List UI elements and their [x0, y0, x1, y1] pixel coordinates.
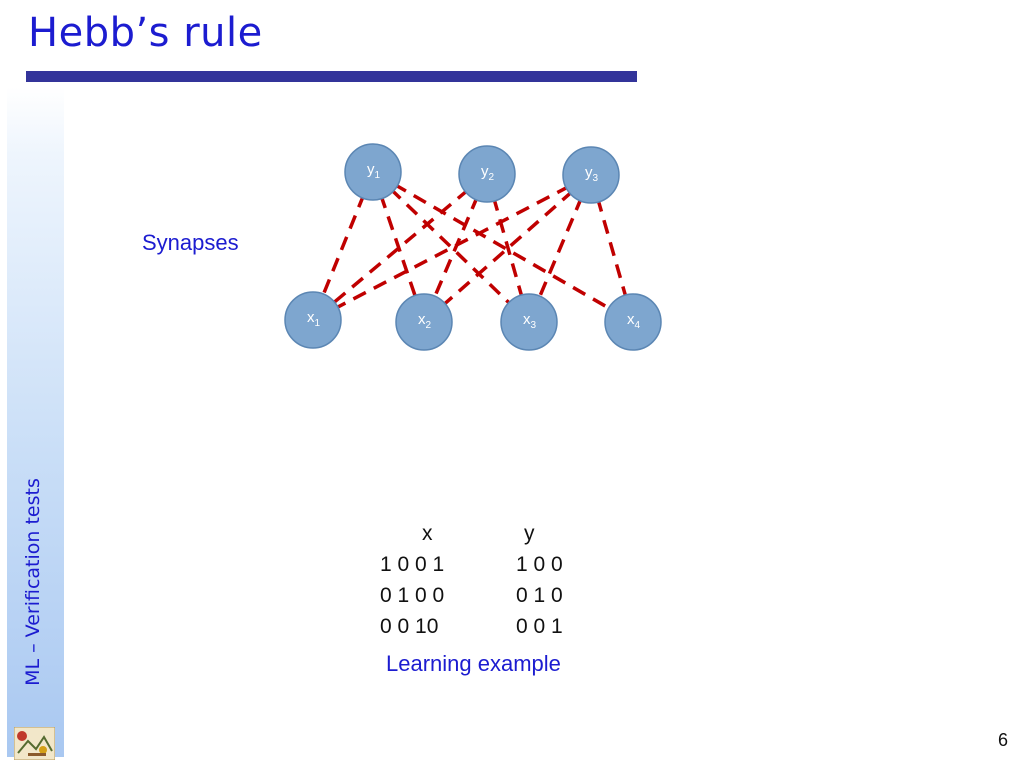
- node-circle-x4: [604, 293, 662, 351]
- header-x: x: [422, 522, 433, 545]
- synapse-edge-y3-x4: [595, 197, 629, 300]
- synapse-edge-y1-x1: [320, 193, 366, 299]
- node-y3: y3: [562, 146, 620, 204]
- title-underline: [26, 71, 637, 82]
- learning-example-caption: Learning example: [386, 651, 561, 676]
- row-x-value: 0 0 10: [380, 615, 439, 638]
- node-label-x1: x1: [307, 309, 321, 329]
- page-number: 6: [998, 730, 1009, 750]
- synapse-edge-y1-x4: [392, 182, 614, 312]
- node-circle-x1: [284, 291, 342, 349]
- table-row: 0 0 10 0 0 1: [375, 611, 596, 642]
- node-y2: y2: [458, 145, 516, 203]
- node-x3: x3: [500, 293, 558, 351]
- node-label-y1: y1: [367, 161, 381, 181]
- row-y-value: 0 0 1: [516, 615, 563, 638]
- row-y-value: 0 1 0: [516, 584, 563, 607]
- node-label-x4: x4: [627, 311, 641, 331]
- node-circle-y1: [344, 143, 402, 201]
- node-x4: x4: [604, 293, 662, 351]
- synapse-edge-y2-x2: [431, 195, 480, 301]
- node-label-y3: y3: [585, 164, 599, 184]
- synapse-edges: [320, 182, 629, 312]
- table-header-row: x y: [375, 518, 596, 549]
- synapse-edge-y1-x2: [379, 194, 418, 300]
- synapse-edge-y3-x2: [440, 189, 575, 308]
- row-x-value: 0 1 0 0: [380, 584, 445, 607]
- node-circle-y2: [458, 145, 516, 203]
- node-label-y2: y2: [481, 163, 495, 183]
- slide-title: Hebb’s rule: [28, 10, 263, 56]
- node-x1: x1: [284, 291, 342, 349]
- side-strip: [7, 87, 64, 757]
- node-label-x3: x3: [523, 311, 537, 331]
- node-circle-x2: [395, 293, 453, 351]
- synapse-edge-y3-x1: [333, 184, 571, 311]
- row-y-value: 1 0 0: [516, 553, 563, 576]
- header-y: y: [524, 522, 535, 545]
- table-row: 0 1 0 0 0 1 0: [375, 580, 596, 611]
- synapse-edge-y1-x3: [389, 187, 513, 307]
- synapse-edge-y2-x1: [330, 188, 470, 306]
- node-label-x2: x2: [418, 311, 432, 331]
- synapse-edge-y2-x3: [491, 196, 525, 300]
- row-x-value: 1 0 0 1: [380, 553, 445, 576]
- node-circle-y3: [562, 146, 620, 204]
- logo-icon: [14, 727, 55, 760]
- synapse-edge-y3-x3: [536, 196, 584, 301]
- node-y1: y1: [344, 143, 402, 201]
- synapses-label: Synapses: [142, 230, 239, 255]
- node-circle-x3: [500, 293, 558, 351]
- learning-example-table: x y 1 0 0 1 1 0 0 0 1 0 0 0 1 0 0 0 10 0…: [375, 518, 596, 642]
- network-nodes: y1 y2 y3 x1 x2 x3 x4: [284, 143, 662, 351]
- table-row: 1 0 0 1 1 0 0: [375, 549, 596, 580]
- node-x2: x2: [395, 293, 453, 351]
